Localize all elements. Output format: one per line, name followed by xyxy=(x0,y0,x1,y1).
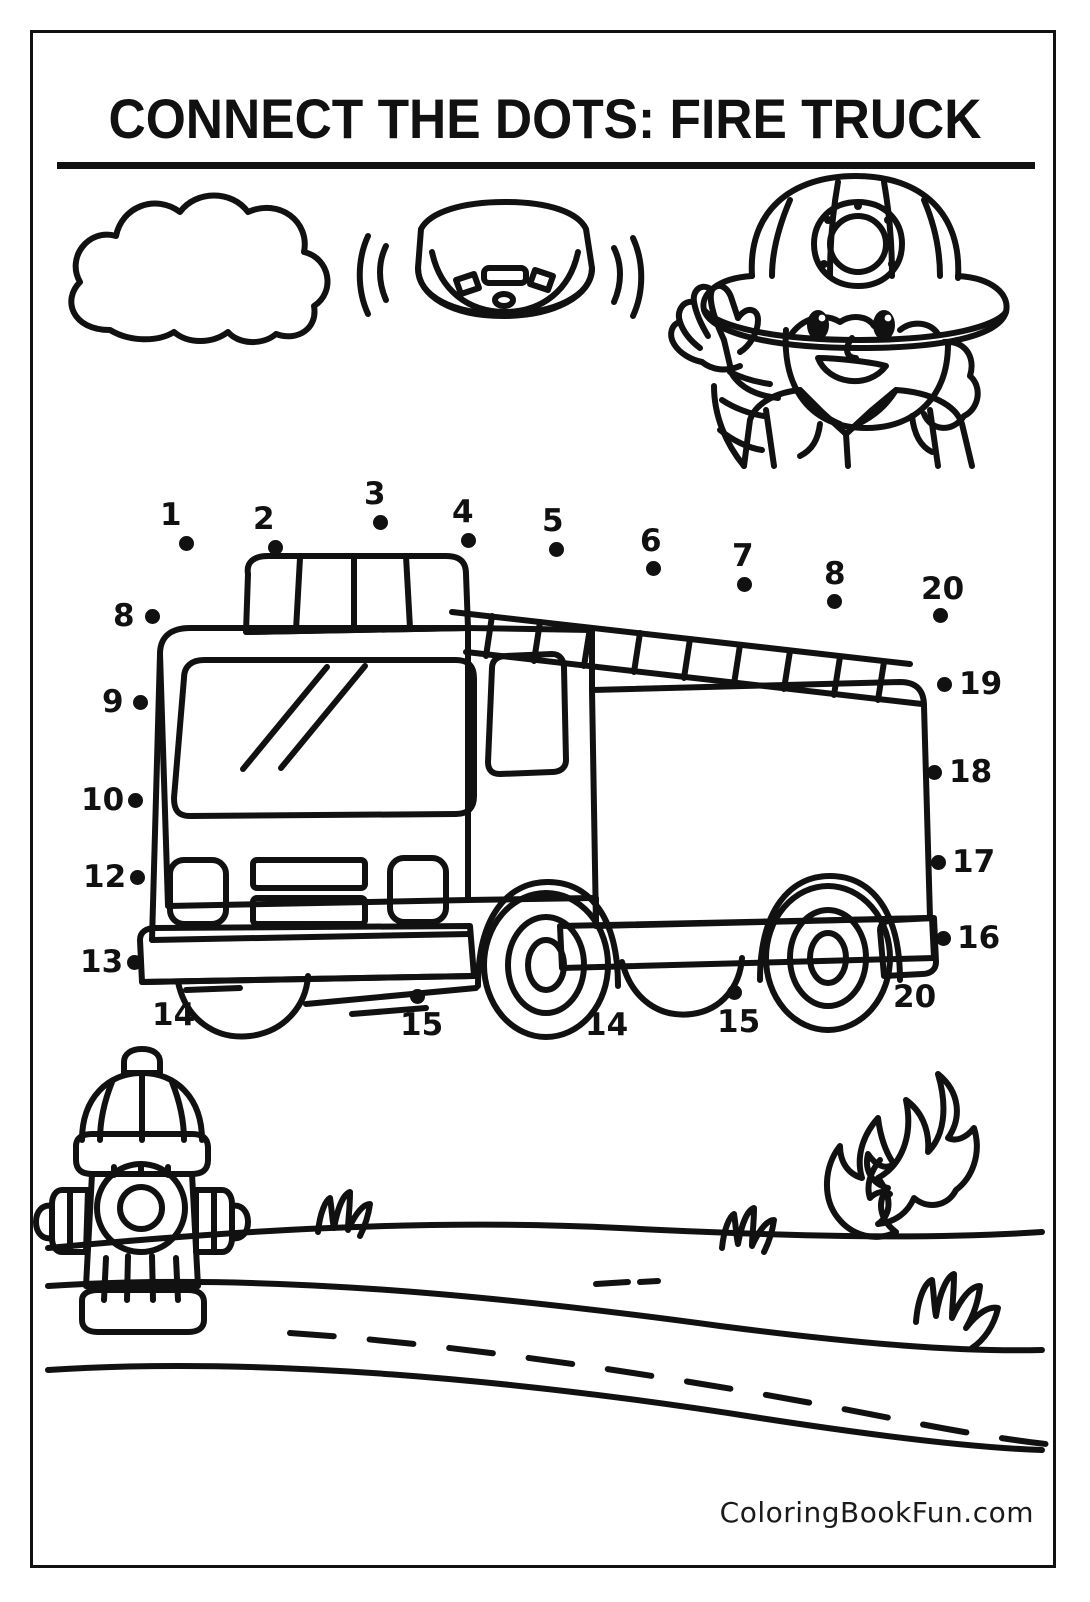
connect-dot-marker xyxy=(736,576,752,592)
connect-dot-number: 18 xyxy=(949,754,993,790)
connect-dot-marker xyxy=(126,954,142,970)
connect-dot-marker xyxy=(409,988,425,1004)
connect-dot-number: 17 xyxy=(952,844,996,880)
connect-dot-marker xyxy=(548,541,564,557)
connect-dot-marker xyxy=(127,792,143,808)
connect-dot-number: 10 xyxy=(81,782,125,818)
page-border xyxy=(30,30,1056,1568)
page-title: CONNECT THE DOTS: FIRE TRUCK xyxy=(108,87,982,150)
title-divider xyxy=(57,162,1035,169)
connect-dot-number: 4 xyxy=(452,494,474,530)
connect-dot-marker xyxy=(645,560,661,576)
site-footer: ColoringBookFun.com xyxy=(719,1496,1034,1529)
connect-dot-marker xyxy=(932,607,948,623)
connect-dot-number: 5 xyxy=(542,503,564,539)
connect-dot-marker xyxy=(935,930,951,946)
connect-dot-number: 20 xyxy=(921,571,965,607)
connect-dot-number: 3 xyxy=(364,476,386,512)
connect-dot-number: 8 xyxy=(824,556,846,592)
connect-dot-number: 16 xyxy=(957,920,1001,956)
connect-dot-marker xyxy=(926,764,942,780)
connect-dot-number: 8 xyxy=(113,598,135,634)
connect-dot-number: 14 xyxy=(152,997,196,1033)
connect-dot-marker xyxy=(129,869,145,885)
connect-dot-marker xyxy=(726,984,742,1000)
connect-dot-marker xyxy=(372,514,388,530)
connect-dot-number: 7 xyxy=(732,538,754,574)
connect-dot-number: 15 xyxy=(400,1007,444,1043)
connect-dot-number: 6 xyxy=(640,523,662,559)
connect-dot-marker xyxy=(267,539,283,555)
connect-dot-number: 14 xyxy=(585,1007,629,1043)
connect-dot-marker xyxy=(144,608,160,624)
connect-dot-marker xyxy=(178,535,194,551)
connect-dot-number: 19 xyxy=(959,666,1003,702)
connect-dot-number: 2 xyxy=(253,501,275,537)
connect-dot-marker xyxy=(826,593,842,609)
connect-dot-number: 15 xyxy=(717,1004,761,1040)
connect-dot-marker xyxy=(936,676,952,692)
connect-dot-number: 12 xyxy=(83,859,127,895)
connect-dot-number: 1 xyxy=(160,497,182,533)
connect-dot-marker xyxy=(132,694,148,710)
connect-dot-number: 20 xyxy=(893,979,937,1015)
connect-dot-number: 9 xyxy=(102,684,124,720)
connect-dot-number: 13 xyxy=(80,944,124,980)
connect-dot-marker xyxy=(460,532,476,548)
connect-dot-marker xyxy=(930,854,946,870)
